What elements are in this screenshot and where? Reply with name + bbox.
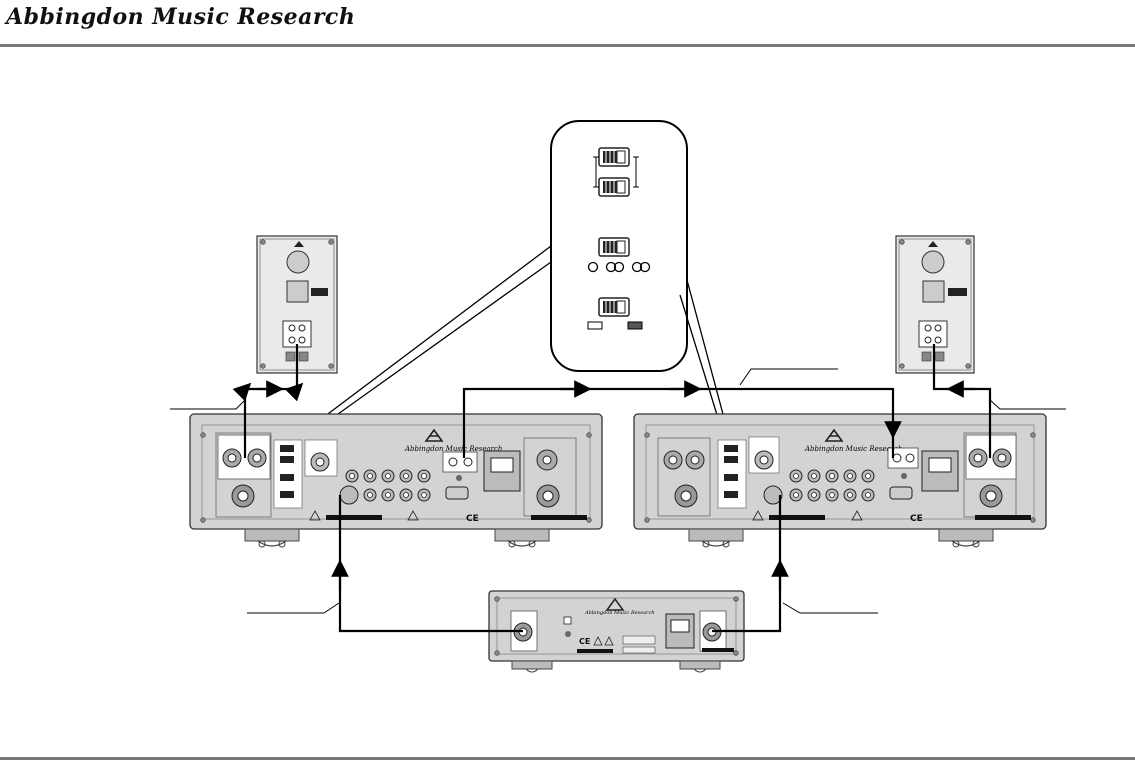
- cables: [232, 344, 992, 633]
- amplifier-right: Abbingdon Music Research CE: [633, 413, 1047, 530]
- svg-text:CE: CE: [466, 514, 479, 524]
- amp-right-logo-text: Abbingdon Music Research: [804, 445, 902, 453]
- footer-divider: [0, 757, 1135, 760]
- switch-detail-callout: [550, 120, 688, 372]
- amplifier-left: Abbingdon Music Research CE: [189, 413, 603, 530]
- brand-title: Abbingdon Music Research: [6, 4, 356, 30]
- amp-left-logo-text: Abbingdon Music Research: [404, 445, 502, 453]
- reference-leaders: [170, 368, 1066, 614]
- svg-text:CE: CE: [910, 514, 923, 524]
- svg-text:CE: CE: [579, 637, 590, 646]
- psu-logo-text: Abbingdon Music Research: [584, 610, 655, 616]
- psu-feet: [511, 660, 721, 673]
- header-divider: [0, 44, 1135, 47]
- power-supply-unit: Abbingdon Music Research CE: [488, 590, 745, 662]
